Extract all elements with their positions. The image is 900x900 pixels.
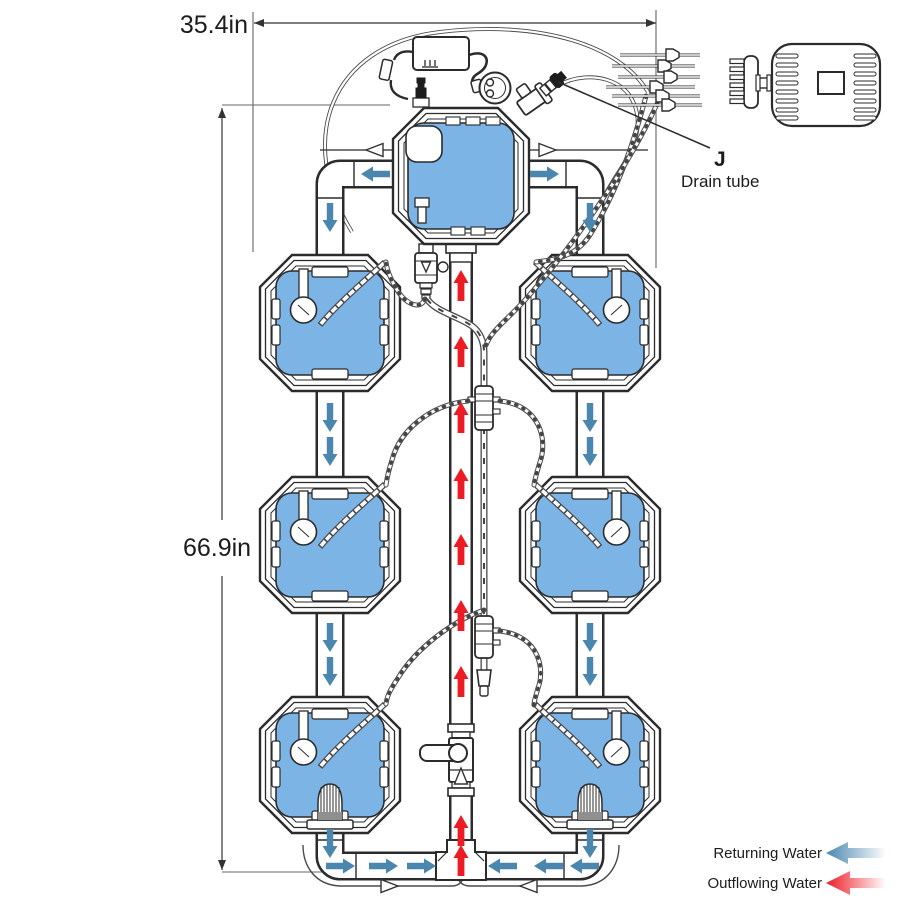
grow-bucket-1 bbox=[260, 255, 400, 391]
air-distribution-line bbox=[424, 296, 501, 697]
legend: Returning Water Outflowing Water bbox=[708, 842, 886, 895]
pump-vents-right bbox=[853, 53, 877, 121]
grow-bucket-5 bbox=[520, 477, 660, 613]
drain-callout-letter: J bbox=[714, 148, 726, 171]
pump-vents-left bbox=[775, 53, 799, 121]
check-valve bbox=[414, 243, 449, 300]
height-dimension-label: 66.9in bbox=[183, 534, 251, 562]
air-tee-connector-1 bbox=[467, 385, 501, 431]
air-tubes bbox=[383, 93, 660, 708]
legend-outflowing-arrow bbox=[826, 871, 886, 895]
legend-returning-label: Returning Water bbox=[713, 845, 822, 862]
power-plug bbox=[470, 71, 512, 105]
drain-tube-fitting bbox=[515, 70, 567, 116]
dimension-height: 66.9in bbox=[183, 104, 448, 873]
power-adapter bbox=[378, 36, 489, 101]
air-manifold bbox=[729, 55, 775, 109]
air-tee-connector-2 bbox=[474, 615, 501, 659]
drain-callout-text: Drain tube bbox=[681, 172, 759, 191]
grow-bucket-2 bbox=[260, 477, 400, 613]
air-tube-bundle bbox=[606, 48, 702, 112]
dimension-width: 35.4in bbox=[180, 10, 657, 268]
drain-callout: J Drain tube bbox=[557, 81, 759, 191]
legend-returning-arrow bbox=[826, 842, 886, 864]
width-dimension-label: 35.4in bbox=[180, 11, 248, 39]
legend-outflowing-label: Outflowing Water bbox=[708, 875, 823, 892]
grow-bucket-4 bbox=[520, 255, 660, 391]
reservoir-bucket bbox=[391, 106, 531, 246]
air-line-end-cap bbox=[476, 669, 492, 697]
adapter-body bbox=[412, 36, 470, 71]
air-pump bbox=[770, 42, 882, 128]
ball-valve bbox=[419, 723, 475, 797]
reservoir-float bbox=[405, 125, 443, 163]
tube-connectors bbox=[649, 48, 680, 112]
reservoir-lid-fitting bbox=[412, 77, 430, 108]
